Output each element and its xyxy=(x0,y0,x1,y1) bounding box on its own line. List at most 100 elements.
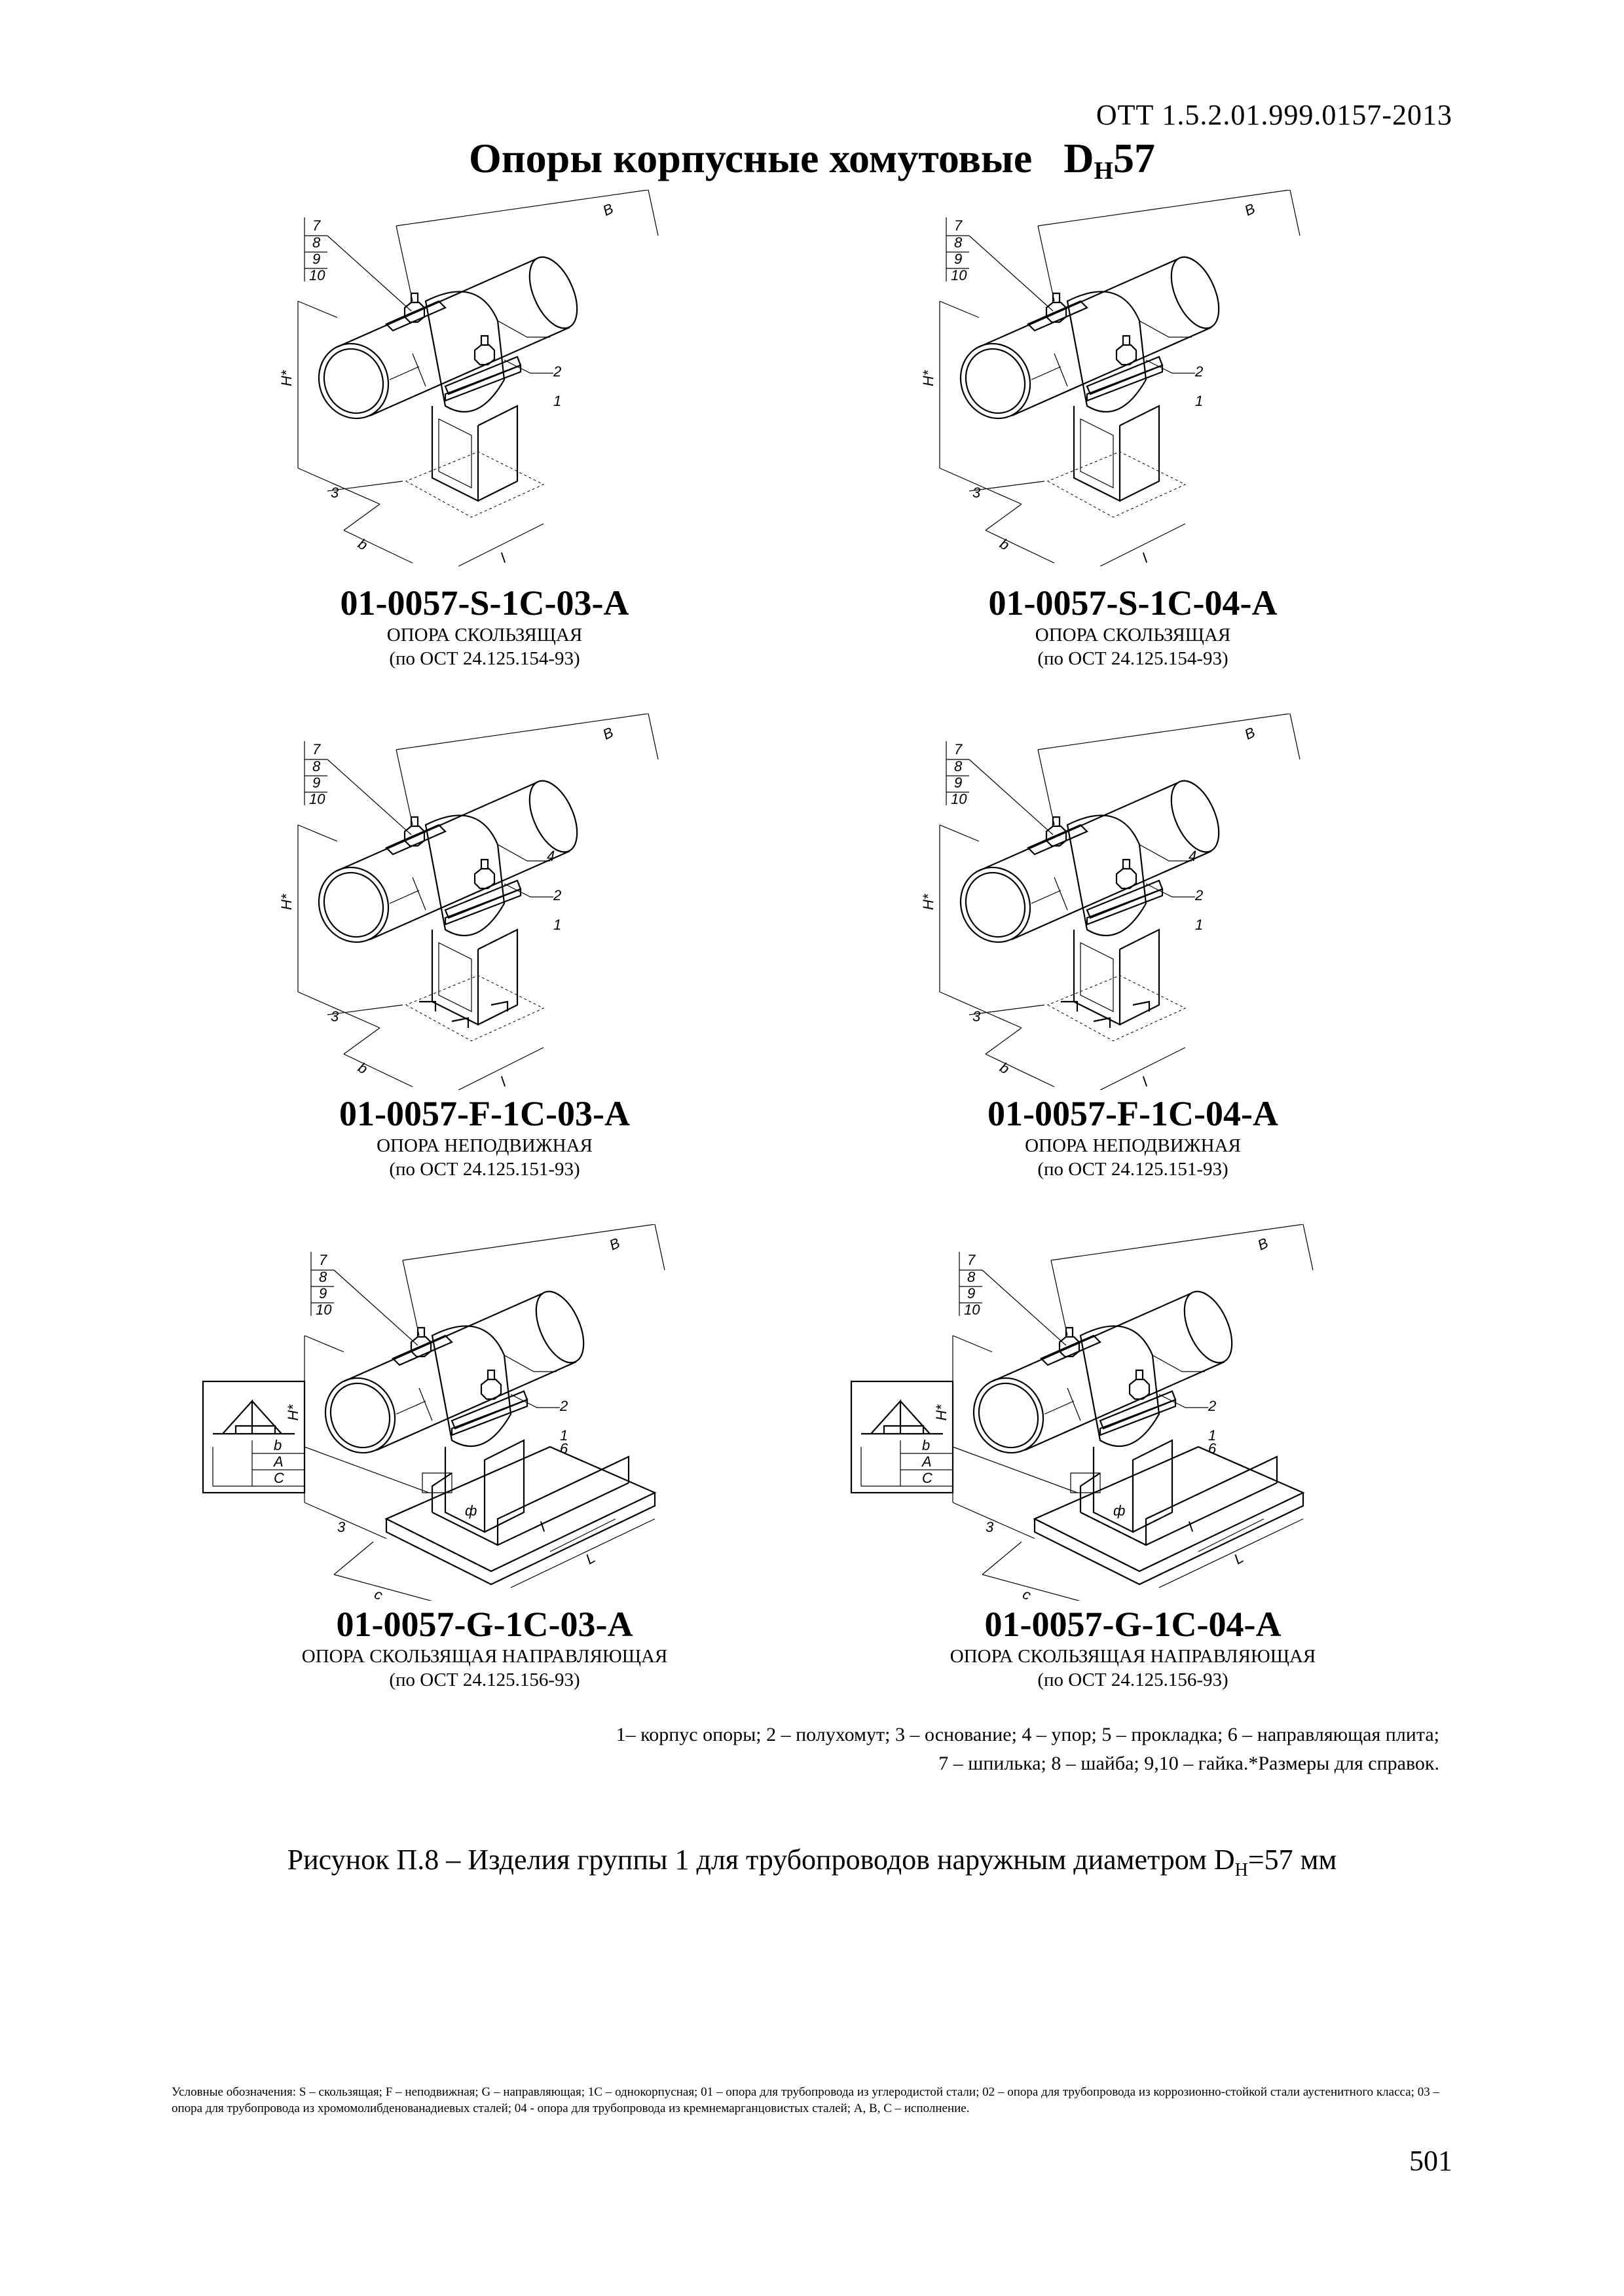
label-c: c xyxy=(372,1586,386,1601)
pipe xyxy=(318,256,578,420)
dimension-lines xyxy=(939,190,1301,566)
label-c: c xyxy=(1020,1586,1034,1601)
label-8: 8 xyxy=(954,758,963,774)
label-10: 10 xyxy=(964,1302,980,1318)
product-standard: (по ОСТ 24.125.156-93) xyxy=(1037,1669,1228,1690)
detail-inset: bAC xyxy=(850,1380,1078,1494)
support-body xyxy=(1061,928,1160,1028)
figure-caption: Рисунок П.8 – Изделия группы 1 для трубо… xyxy=(0,1843,1624,1881)
label-10: 10 xyxy=(951,267,967,283)
label-phi: ф xyxy=(465,1503,477,1519)
product-standard: (по ОСТ 24.125.151-93) xyxy=(389,1159,580,1180)
legend-line-2: 7 – шпилька; 8 – шайба; 9,10 – гайка.*Ра… xyxy=(938,1753,1439,1774)
title-number: 57 xyxy=(1113,135,1156,181)
label-h-dim: H* xyxy=(285,1404,301,1421)
clamp xyxy=(1027,291,1164,412)
label-2: 2 xyxy=(559,1398,568,1414)
label-9: 9 xyxy=(954,251,962,267)
dim-b-label: b xyxy=(922,1437,930,1453)
legend-line-1: 1– корпус опоры; 2 – полухомут; 3 – осно… xyxy=(616,1724,1439,1745)
product-type: ОПОРА НЕПОДВИЖНАЯ xyxy=(1025,1135,1241,1156)
product-standard: (по ОСТ 24.125.156-93) xyxy=(389,1669,580,1690)
label-phi: ф xyxy=(1113,1503,1125,1519)
label-9: 9 xyxy=(312,774,320,791)
dim-c-label: C xyxy=(274,1470,284,1486)
label-9: 9 xyxy=(967,1285,975,1302)
page-title: Опоры корпусные хомутовые DH57 xyxy=(0,134,1624,185)
label-3: 3 xyxy=(331,484,339,501)
label-1: 1 xyxy=(1195,393,1203,409)
base-plate xyxy=(1046,451,1187,518)
parts-legend: 1– корпус опоры; 2 – полухомут; 3 – осно… xyxy=(326,1721,1439,1778)
label-7: 7 xyxy=(312,741,321,757)
footnote: Условные обозначения: S – скользящая; F … xyxy=(172,2085,1439,2115)
label-10: 10 xyxy=(309,267,325,283)
label-8: 8 xyxy=(967,1269,976,1285)
label-big-l: L xyxy=(1231,1550,1246,1568)
page-number: 501 xyxy=(1409,2145,1452,2177)
clamp xyxy=(1040,1325,1177,1447)
product-code: 01-0057-G-1C-03-A xyxy=(336,1605,633,1644)
label-8: 8 xyxy=(312,758,321,774)
label-1: 1 xyxy=(1195,917,1203,933)
label-b-dim: B xyxy=(600,200,616,219)
product-type: ОПОРА СКОЛЬЗЯЩАЯ НАПРАВЛЯЮЩАЯ xyxy=(950,1646,1316,1667)
caption-support-s-03: 01-0057-S-1C-03-A ОПОРА СКОЛЬЗЯЩАЯ (по О… xyxy=(190,583,779,670)
label-h-dim: H* xyxy=(278,893,295,910)
label-1: 1 xyxy=(1208,1427,1216,1444)
label-7: 7 xyxy=(319,1252,327,1268)
label-l: l xyxy=(1139,550,1151,566)
guide-plate xyxy=(384,1446,657,1586)
label-b-dim: B xyxy=(607,1235,623,1254)
product-type: ОПОРА СКОЛЬЗЯЩАЯ xyxy=(386,625,583,646)
label-b-dim: B xyxy=(1242,200,1258,219)
label-h-dim: H* xyxy=(920,893,936,910)
clamp xyxy=(385,291,522,412)
label-4: 4 xyxy=(1189,848,1196,864)
pipe xyxy=(959,256,1220,420)
label-10: 10 xyxy=(951,791,967,807)
pipe xyxy=(324,1290,585,1454)
caption-support-g-04: 01-0057-G-1C-04-A ОПОРА СКОЛЬЗЯЩАЯ НАПРА… xyxy=(838,1604,1428,1692)
base-plate xyxy=(405,451,545,518)
label-h-dim: H* xyxy=(278,369,295,386)
label-7: 7 xyxy=(967,1252,976,1268)
label-6: 6 xyxy=(1208,1440,1217,1457)
figure-caption-suffix: =57 мм xyxy=(1247,1844,1337,1876)
product-code: 01-0057-F-1C-03-A xyxy=(339,1094,630,1133)
product-code: 01-0057-F-1C-04-A xyxy=(987,1094,1278,1133)
product-type: ОПОРА СКОЛЬЗЯЩАЯ xyxy=(1035,625,1231,646)
label-b-dim: B xyxy=(600,724,616,743)
product-code: 01-0057-S-1C-03-A xyxy=(340,583,629,623)
label-2: 2 xyxy=(553,363,561,380)
caption-support-f-03: 01-0057-F-1C-03-A ОПОРА НЕПОДВИЖНАЯ (по … xyxy=(190,1093,779,1181)
pipe xyxy=(318,780,578,943)
label-b: b xyxy=(356,536,371,554)
label-8: 8 xyxy=(954,234,963,251)
document-code: ОТТ 1.5.2.01.999.0157-2013 xyxy=(1096,99,1452,131)
support-body xyxy=(444,1439,525,1533)
figure-caption-sub: H xyxy=(1234,1859,1248,1880)
clamp xyxy=(385,814,522,936)
label-2: 2 xyxy=(1208,1398,1216,1414)
label-3: 3 xyxy=(337,1519,346,1535)
support-body xyxy=(419,928,519,1028)
label-l: l xyxy=(1139,1074,1151,1090)
guide-plate xyxy=(1033,1446,1305,1586)
dimension-lines xyxy=(952,1224,1314,1601)
support-body xyxy=(431,405,519,502)
label-7: 7 xyxy=(954,741,963,757)
label-h-dim: H* xyxy=(920,369,936,386)
base-plate xyxy=(405,975,545,1042)
